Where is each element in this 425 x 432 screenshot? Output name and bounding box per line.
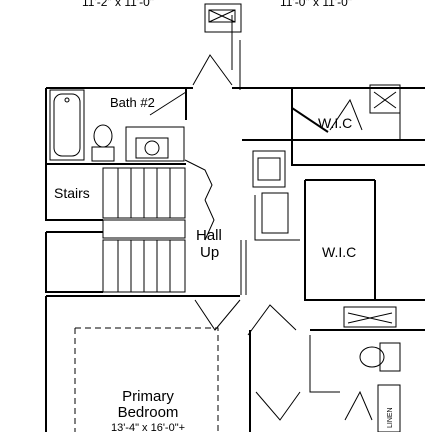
linen-closet	[377, 384, 401, 432]
hall-label: Hall	[196, 227, 222, 244]
ceiling-outline	[74, 327, 219, 432]
hvac-register-icon	[369, 84, 401, 114]
wic-lower-label: W.I.C	[322, 244, 356, 260]
door-swing-icon	[192, 15, 241, 90]
toilet-icon	[359, 342, 401, 372]
stair-treads	[102, 167, 186, 293]
stairs-label: Stairs	[54, 185, 90, 201]
toilet-icon	[91, 124, 115, 162]
door-swing-icon	[194, 299, 241, 331]
top-right-dimension: 11'-0" x 11'-0"	[280, 0, 352, 9]
primary-bedroom-name-2: Bedroom	[118, 404, 179, 421]
closet-inner	[257, 157, 281, 181]
door-swing-icon	[149, 91, 187, 116]
wic-upper-label: W.I.C	[318, 115, 352, 131]
bath2-label: Bath #2	[110, 95, 155, 110]
hvac-register-icon	[204, 3, 242, 33]
linen-label: LINEN	[387, 407, 394, 428]
sink-icon	[125, 126, 185, 162]
closet-box	[252, 150, 286, 188]
hvac-register-icon	[343, 306, 397, 328]
primary-bedroom-dimension: 13'-4" x 16'-0"+	[111, 422, 185, 432]
door-swing-icon	[255, 391, 301, 421]
top-left-dimension: 11'-2" x 11'-0"	[82, 0, 154, 9]
up-label: Up	[200, 244, 219, 261]
primary-bedroom-name-1: Primary	[122, 388, 174, 405]
door-swing-icon	[344, 390, 373, 421]
bathtub-icon	[49, 89, 85, 161]
closet-box	[261, 192, 289, 234]
